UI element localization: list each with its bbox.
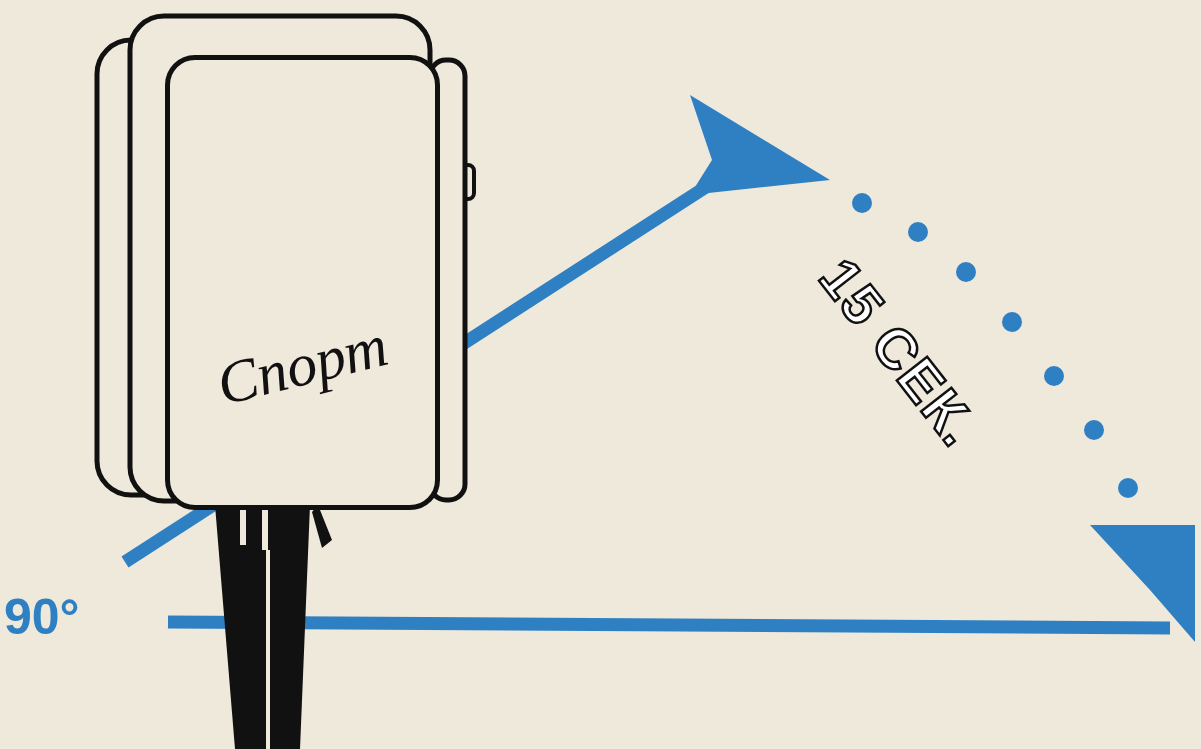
- rising-arrowhead: [690, 95, 830, 195]
- time-label: 15 СЕК.: [807, 246, 993, 459]
- falling-arrowhead: [1090, 525, 1195, 642]
- angle-label: 90°: [4, 588, 80, 646]
- tripod-stand: [215, 505, 332, 749]
- horizontal-line: [168, 622, 1170, 628]
- brand-name: Спорт: [210, 311, 394, 420]
- device-front-face: Спорт: [165, 55, 440, 510]
